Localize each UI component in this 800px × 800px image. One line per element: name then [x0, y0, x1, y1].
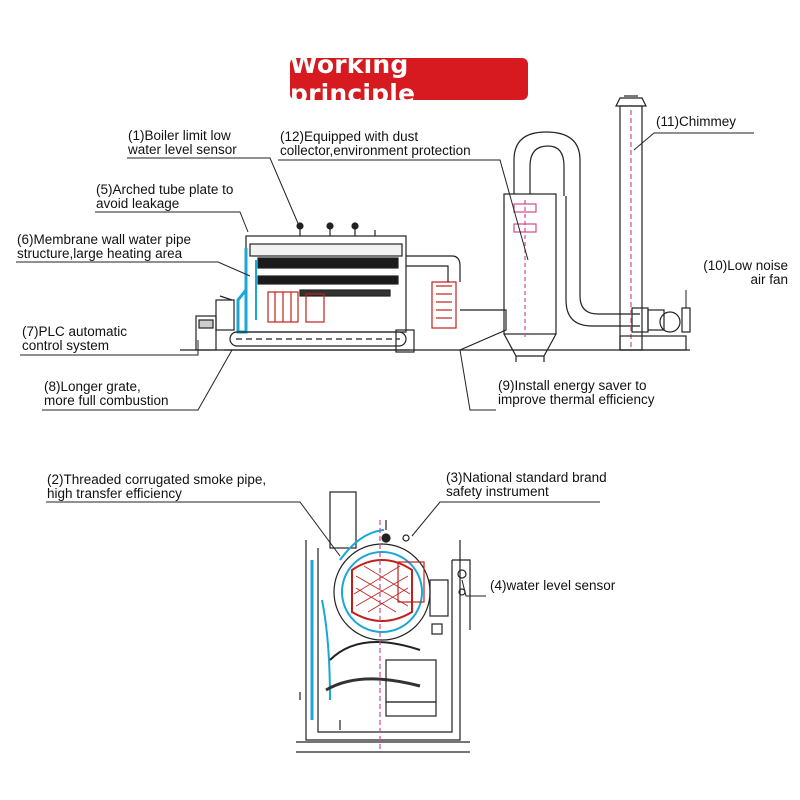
dust-collector: [503, 193, 557, 335]
leader-lines-bottom: [46, 501, 600, 597]
smoke-pipes: [351, 559, 413, 622]
label-longer-grate: (8)Longer grate,more full combustion: [44, 379, 169, 408]
economizer: [431, 281, 457, 329]
boiler-drum-section: [333, 543, 431, 641]
air-fan: [659, 311, 681, 333]
tube-bank-middle: [257, 275, 399, 285]
tube-bank-upper: [257, 257, 399, 269]
page-title: Working principle: [290, 50, 416, 108]
furnace-bricks-right: [305, 293, 325, 323]
label-chimney: (11)Chimmey: [656, 114, 737, 129]
title-badge: Working principle: [290, 50, 528, 108]
arched-flue: [513, 131, 581, 196]
casing-left: [305, 540, 380, 741]
label-smoke-pipe: (2)Threaded corrugated smoke pipe,high t…: [47, 472, 267, 501]
membrane-wall: [236, 248, 248, 334]
tube-bank-lower: [299, 289, 391, 297]
boiler-system: [180, 95, 691, 362]
chain-grate: [229, 331, 407, 347]
boiler-drum: [249, 243, 403, 257]
label-water-level-sensor: (4)water level sensor: [490, 578, 616, 593]
boiler-cross-section: [296, 491, 471, 753]
leader-lines-top: [16, 132, 754, 411]
